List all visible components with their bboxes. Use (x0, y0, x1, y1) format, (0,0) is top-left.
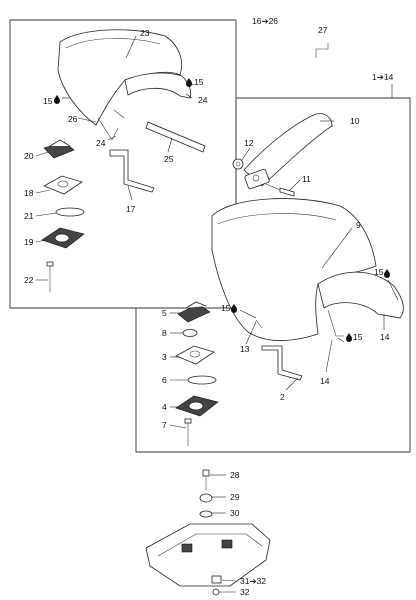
drop-icon (231, 304, 237, 313)
callout-14: 14 (320, 376, 330, 386)
callout-30: 30 (230, 508, 240, 518)
leader-lines (35, 35, 399, 593)
callout-10: 10 (350, 116, 360, 126)
callout-15: 15 (221, 303, 231, 313)
callout-22: 22 (24, 275, 34, 285)
callout-29: 29 (230, 492, 240, 502)
grab-handle (243, 113, 333, 190)
screw-7 (184, 418, 192, 446)
callout-15: 15 (374, 267, 384, 277)
callout-12: 12 (244, 138, 254, 148)
callout-24: 24 (96, 138, 106, 148)
driver-seat (211, 198, 404, 341)
left-group-label: 16➔26 (252, 16, 278, 26)
callout-20: 20 (24, 151, 34, 161)
callout-21: 21 (24, 211, 34, 221)
callout-4: 4 (162, 402, 167, 412)
drop-icon (186, 78, 192, 87)
callout-24: 24 (198, 95, 208, 105)
callout-15: 15 (194, 77, 204, 87)
callout-32: 32 (240, 587, 250, 597)
drop-icon (54, 95, 60, 104)
screw-22 (46, 261, 54, 292)
callout-15: 15 (43, 96, 53, 106)
clip-32 (212, 588, 220, 596)
callout-23: 23 (140, 28, 150, 38)
callout-3: 3 (162, 352, 167, 362)
rod-17 (109, 149, 155, 193)
callout-13: 13 (240, 344, 250, 354)
callout-5: 5 (162, 308, 167, 318)
callout-6: 6 (162, 375, 167, 385)
bolt-11 (265, 183, 295, 197)
callout-31-32: 31➔32 (240, 576, 266, 586)
callout-27: 27 (318, 25, 328, 35)
rubber-pad-20 (43, 139, 75, 159)
clip-31 (211, 575, 222, 584)
holder-18 (43, 175, 83, 195)
nut-12 (232, 158, 244, 170)
rubber-pad-5 (177, 301, 211, 323)
bolt-28 (202, 469, 210, 490)
bumper-21 (55, 207, 85, 217)
callout-9: 9 (356, 220, 361, 230)
support-plate-25 (145, 121, 206, 153)
callout-26: 26 (68, 114, 78, 124)
callout-25: 25 (164, 154, 174, 164)
callout-8: 8 (162, 328, 167, 338)
spacer-8 (182, 329, 198, 337)
callout-11: 11 (302, 174, 311, 184)
callout-7: 7 (162, 420, 167, 430)
base-frame (145, 523, 271, 587)
passenger-seat (57, 29, 192, 141)
callout-18: 18 (24, 188, 34, 198)
callout-19: 19 (24, 237, 34, 247)
rod-2 (261, 345, 303, 381)
callout-15: 15 (353, 332, 363, 342)
callout-28: 28 (230, 470, 240, 480)
nut-29 (199, 493, 213, 503)
bracket-27-part (315, 43, 329, 58)
latch-4 (175, 395, 219, 417)
latch-19 (41, 227, 85, 249)
callout-17: 17 (126, 204, 136, 214)
right-group-frame (135, 97, 411, 453)
bumper-6 (187, 375, 217, 385)
drop-icon (346, 333, 352, 342)
holder-3 (175, 345, 215, 365)
callout-14: 14 (380, 332, 390, 342)
drop-icon (384, 269, 390, 278)
washer-30 (199, 510, 213, 518)
right-group-label: 1➔14 (372, 72, 394, 82)
callout-2: 2 (280, 392, 285, 402)
